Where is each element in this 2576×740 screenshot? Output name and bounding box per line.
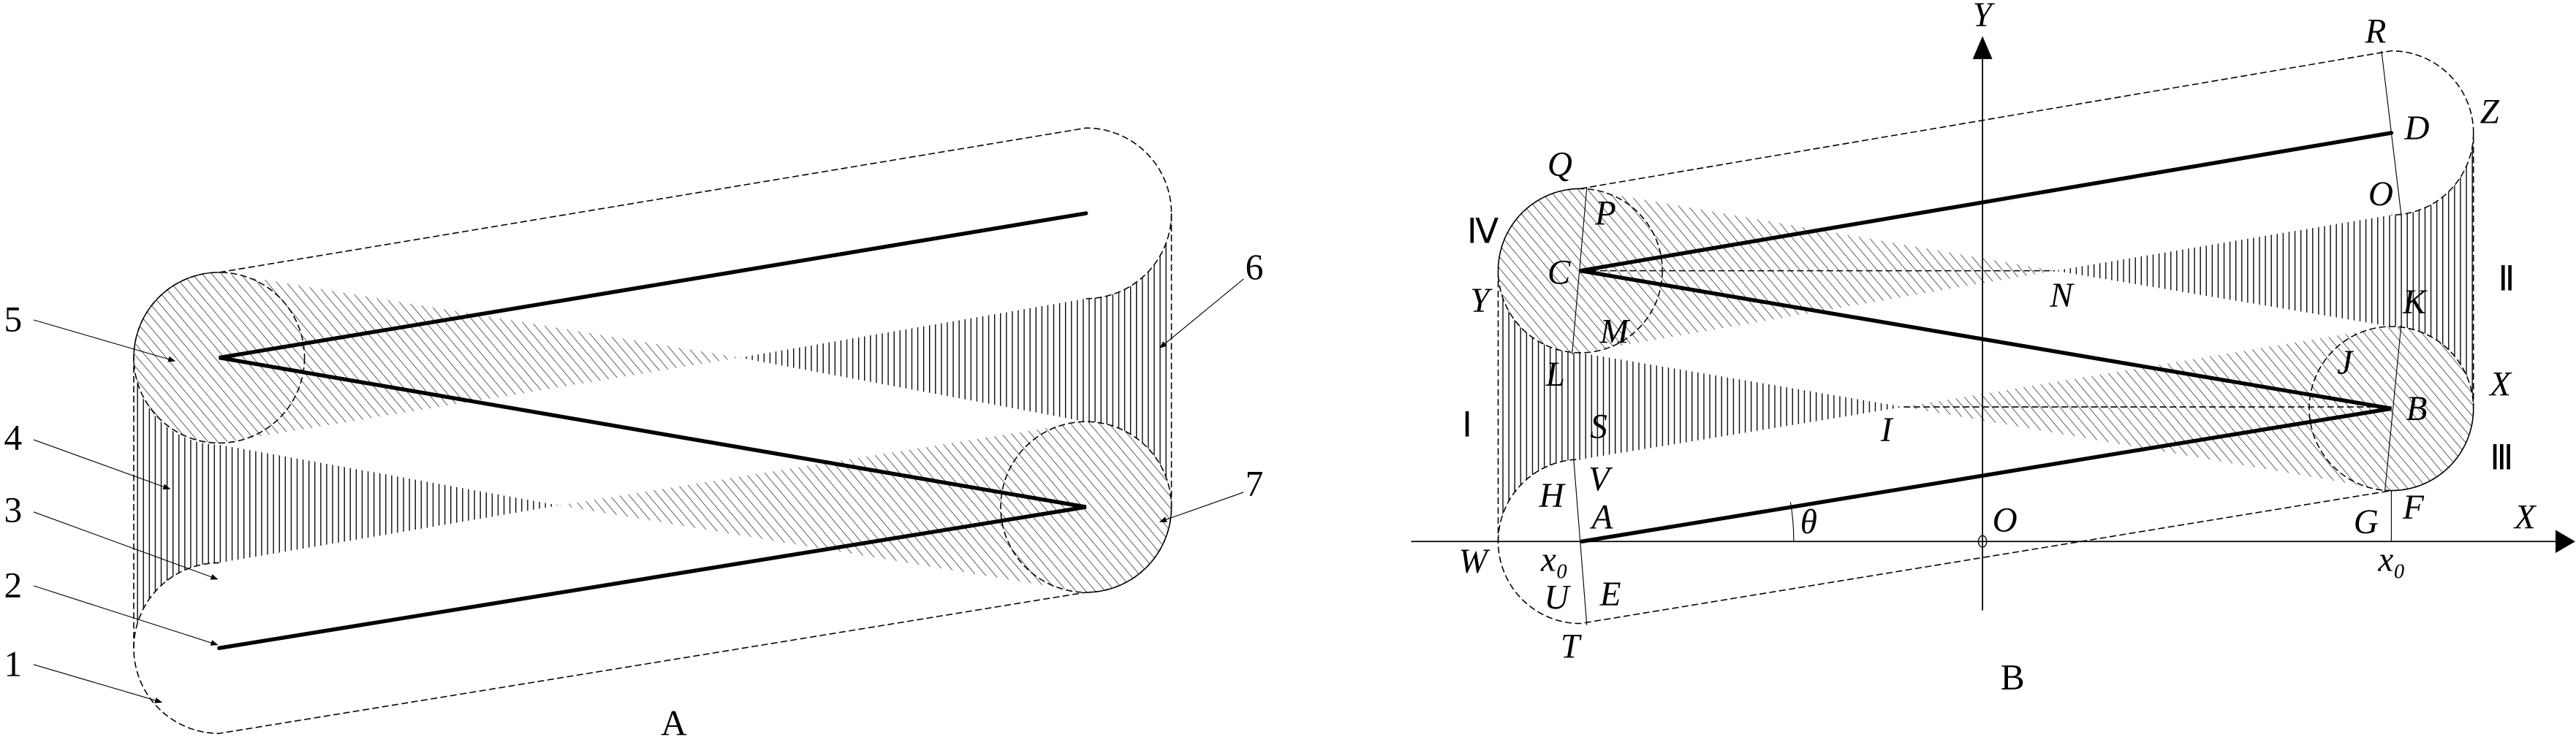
point-j: J bbox=[2337, 344, 2354, 382]
x-axis-arrow-icon bbox=[2556, 530, 2575, 553]
point-w: W bbox=[1459, 543, 1490, 581]
hatch-region-III bbox=[1903, 326, 2474, 491]
callout-3: 3 bbox=[4, 489, 23, 530]
hatch-region-IV bbox=[1498, 188, 2055, 353]
callout-6: 6 bbox=[1246, 247, 1264, 287]
point-n: N bbox=[2049, 277, 2075, 315]
x0-right-label: x₀ bbox=[2377, 541, 2405, 579]
callout-2: 2 bbox=[4, 565, 23, 606]
hatch-region-7 bbox=[558, 422, 1172, 592]
point-g: G bbox=[2354, 503, 2379, 541]
point-s: S bbox=[1590, 408, 1607, 446]
point-f: F bbox=[2402, 489, 2425, 527]
x0-left-label: x₀ bbox=[1540, 541, 1568, 579]
y-axis-arrow-icon bbox=[1972, 36, 1993, 59]
arc-w-v bbox=[1497, 459, 1580, 542]
point-v: V bbox=[1588, 461, 1613, 499]
hatch-region-I bbox=[1498, 270, 1904, 542]
panel-b: Y X O θ x₀ x₀ R Z D Q P O C Y N K M J L … bbox=[1411, 0, 2575, 697]
point-z: Z bbox=[2480, 93, 2500, 131]
hatch-region-5 bbox=[133, 272, 740, 443]
envelope-outline bbox=[1497, 50, 2474, 625]
point-a: A bbox=[1590, 498, 1613, 536]
theta-label: θ bbox=[1800, 503, 1817, 541]
callout-1: 1 bbox=[4, 644, 23, 684]
leader-3 bbox=[33, 511, 219, 580]
point-k: K bbox=[2402, 283, 2428, 321]
point-e: E bbox=[1599, 576, 1621, 614]
point-q: Q bbox=[1548, 145, 1572, 183]
x-axis-label: X bbox=[2513, 498, 2537, 536]
point-x: X bbox=[2488, 365, 2512, 403]
chord-q-l bbox=[1572, 187, 1588, 355]
zigzag-path bbox=[1580, 131, 2394, 543]
arc-z-o bbox=[2391, 132, 2474, 216]
leader-5 bbox=[33, 319, 176, 362]
point-c: C bbox=[1548, 254, 1571, 292]
origin-marker bbox=[1977, 535, 1988, 548]
zigzag-path bbox=[217, 211, 1088, 650]
panel-a-caption: A bbox=[661, 703, 687, 740]
panel-a: 1 2 3 4 5 6 7 A bbox=[4, 127, 1264, 740]
hatch-region-II bbox=[2054, 132, 2474, 409]
point-h: H bbox=[1539, 477, 1567, 515]
point-b: B bbox=[2406, 390, 2428, 428]
theta-arc bbox=[1789, 502, 1795, 542]
region-label-4: Ⅳ bbox=[1467, 213, 1499, 251]
point-l: L bbox=[1545, 356, 1565, 394]
point-o: O bbox=[2368, 175, 2393, 213]
hatch-region-6 bbox=[739, 213, 1172, 508]
region-label-2: Ⅱ bbox=[2498, 261, 2515, 299]
point-p: P bbox=[1594, 195, 1616, 233]
panel-b-caption: B bbox=[2001, 657, 2025, 697]
hatch-region-4 bbox=[133, 357, 559, 649]
leader-6 bbox=[1159, 278, 1244, 348]
lower-right-circle bbox=[1000, 421, 1173, 593]
point-d: D bbox=[2403, 110, 2429, 148]
leader-7 bbox=[1159, 492, 1244, 523]
point-y: Y bbox=[1470, 282, 1493, 320]
leader-2 bbox=[33, 585, 219, 646]
region-label-1: Ⅰ bbox=[1462, 406, 1472, 444]
region-label-3: Ⅲ bbox=[2490, 439, 2514, 477]
point-r: R bbox=[2364, 12, 2386, 50]
point-t: T bbox=[1561, 628, 1583, 666]
point-m: M bbox=[1599, 313, 1631, 351]
callout-7: 7 bbox=[1246, 463, 1264, 503]
origin-label: O bbox=[1993, 502, 2018, 540]
upper-left-circle bbox=[133, 272, 306, 444]
callout-5: 5 bbox=[4, 300, 23, 340]
leader-4 bbox=[33, 439, 171, 490]
leader-1 bbox=[33, 664, 163, 703]
callout-4: 4 bbox=[4, 417, 23, 457]
point-i: I bbox=[1880, 411, 1894, 449]
point-u: U bbox=[1544, 579, 1571, 617]
y-axis-label: Y bbox=[1973, 0, 1996, 34]
chord-k-f bbox=[2384, 324, 2402, 492]
